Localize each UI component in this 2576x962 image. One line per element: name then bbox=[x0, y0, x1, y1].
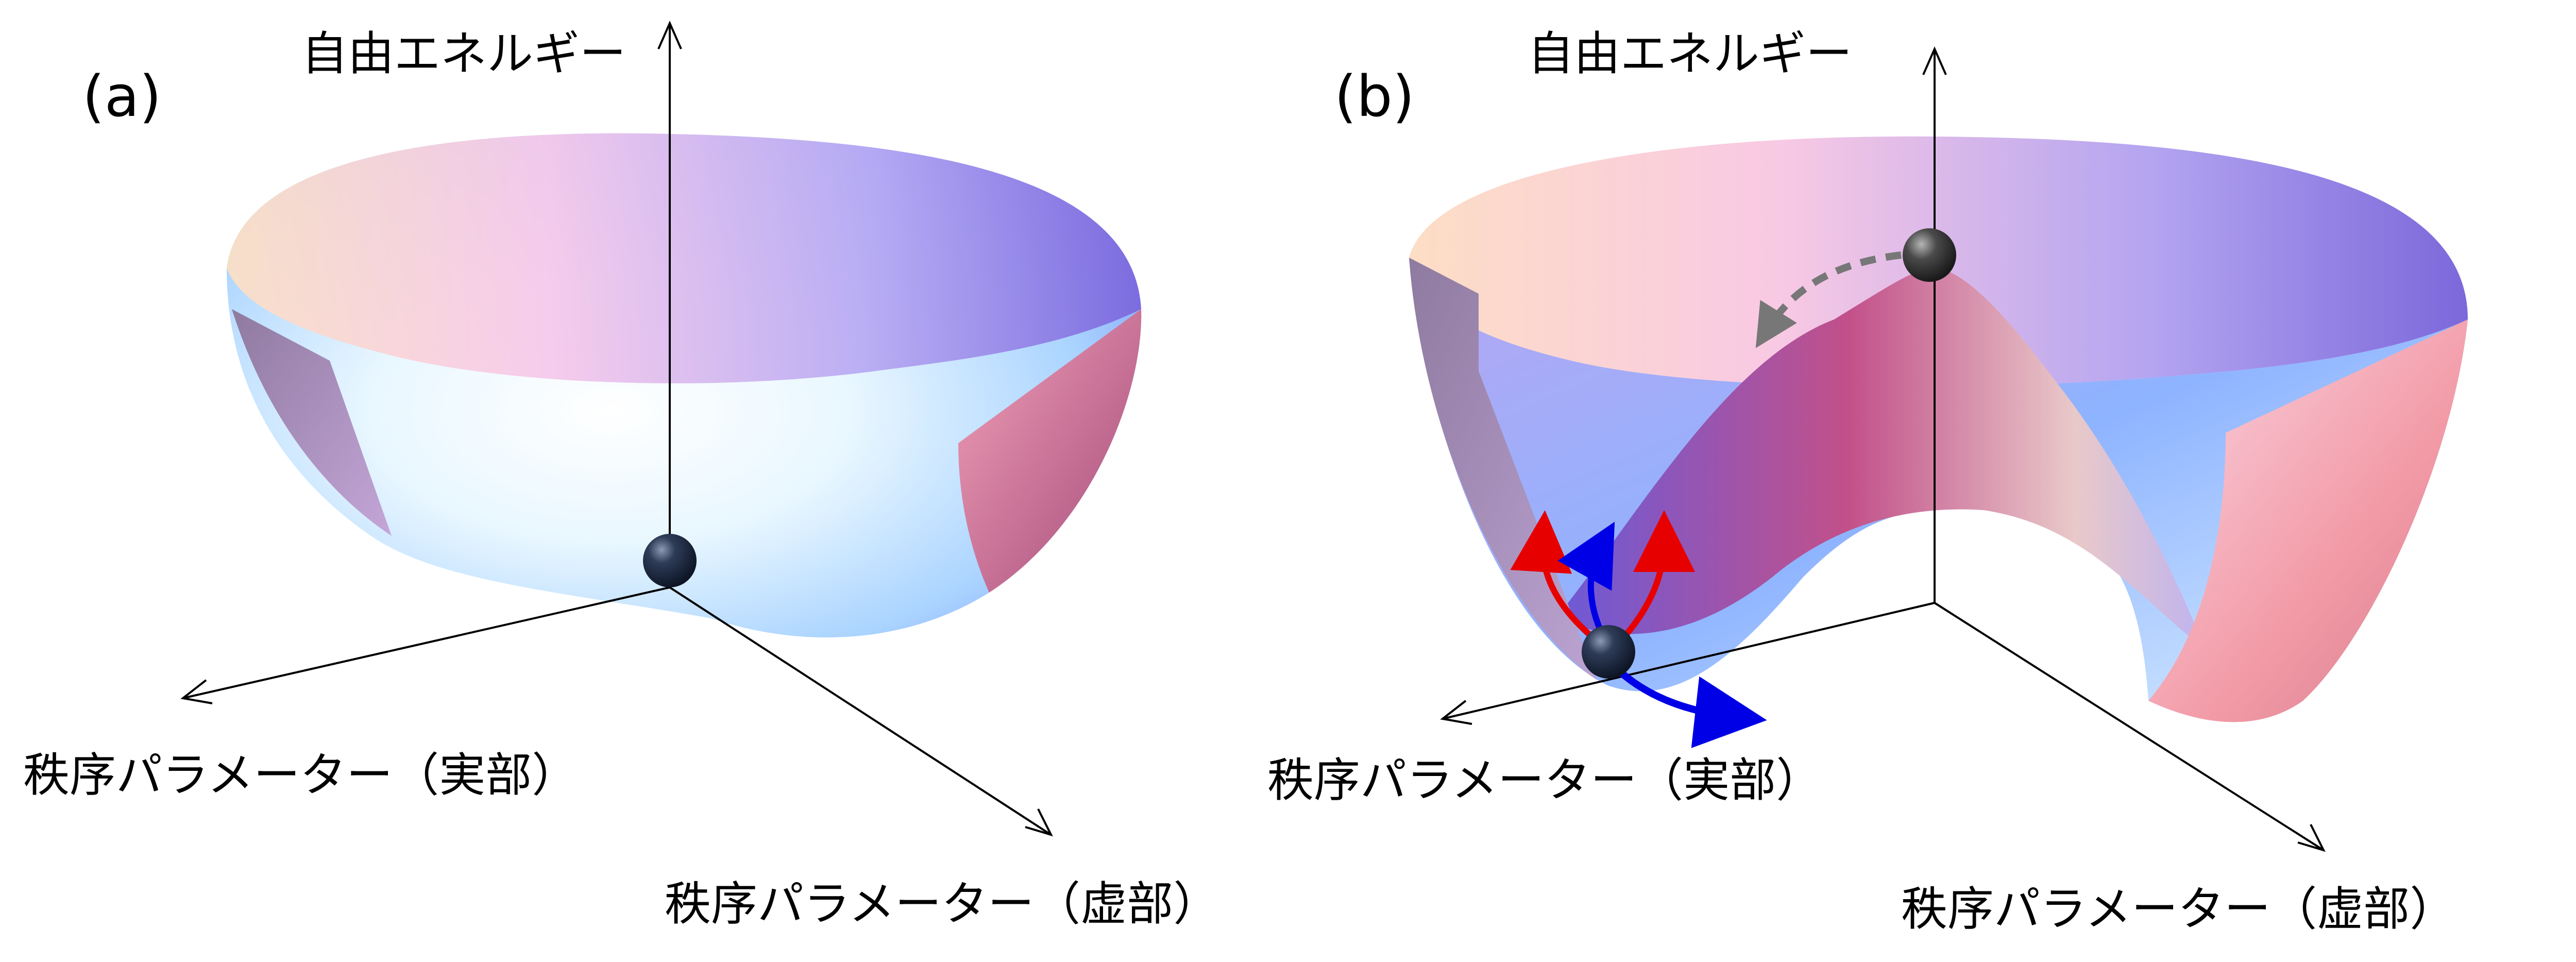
bowl-left-cut bbox=[232, 309, 392, 536]
z-axis bbox=[1934, 602, 2325, 851]
z-axis-arrowhead bbox=[2297, 824, 2326, 852]
z-axis-label: 秩序パラメーター（虚部） bbox=[1901, 882, 2456, 936]
panel-b: (b) 自由エネルギー 秩序パラメーター（実部） 秩序パラメーター（虚部） bbox=[1267, 27, 2468, 936]
z-axis bbox=[669, 586, 1052, 836]
x-axis-label: 秩序パラメーター（実部） bbox=[1267, 753, 1822, 807]
y-axis-label: 自由エネルギー bbox=[1528, 27, 1852, 81]
relaxation-dashed-arrow bbox=[1755, 251, 1902, 348]
ball bbox=[643, 534, 697, 587]
bowl-rim bbox=[227, 133, 1141, 383]
z-axis-arrowhead bbox=[1025, 808, 1053, 837]
bowl-right-cut bbox=[958, 309, 1142, 593]
x-axis bbox=[1442, 602, 1935, 720]
mexican-hat-hump bbox=[1556, 268, 2205, 649]
y-axis-label: 自由エネルギー bbox=[301, 27, 626, 81]
x-axis-label: 秩序パラメーター（実部） bbox=[23, 748, 578, 802]
z-axis-label: 秩序パラメーター（虚部） bbox=[665, 877, 1219, 931]
panel-label: (a) bbox=[82, 63, 161, 129]
y-axis-arrowhead bbox=[1922, 46, 1947, 75]
mexican-hat-right-cut bbox=[2148, 319, 2468, 722]
panel-label: (b) bbox=[1334, 63, 1415, 129]
ball-bottom bbox=[1582, 625, 1635, 679]
x-axis bbox=[182, 586, 670, 699]
y-axis-arrowhead bbox=[657, 21, 682, 49]
x-axis-arrowhead bbox=[180, 679, 213, 704]
panel-a: (a) 自由エネルギー 秩序パラメーター（実部） 秩序パラメーター（虚部） bbox=[23, 21, 1219, 931]
phase-mode-arrow-along bbox=[1610, 662, 1767, 748]
x-axis-arrowhead bbox=[1440, 700, 1472, 725]
ball-top bbox=[1903, 228, 1956, 282]
